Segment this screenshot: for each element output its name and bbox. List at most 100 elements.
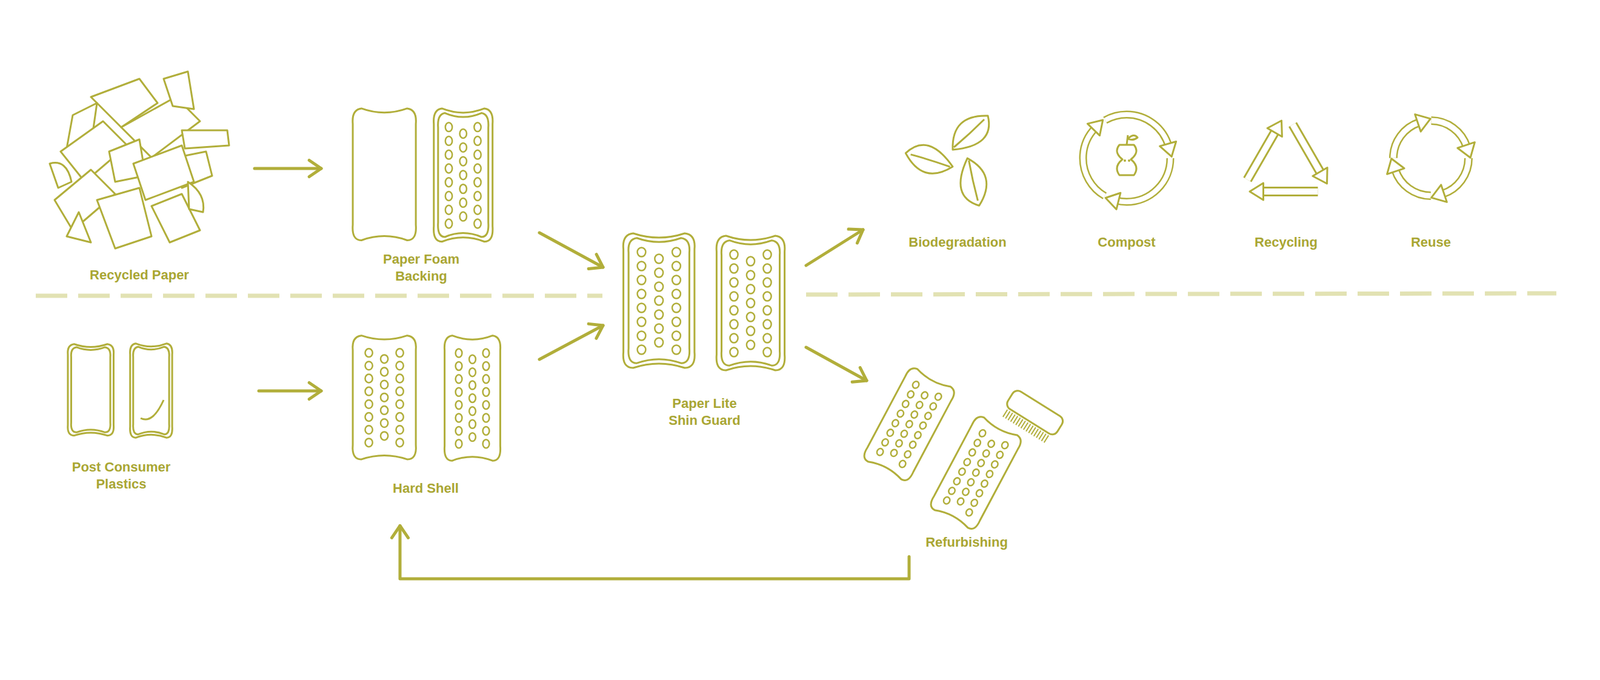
refurbishing-drawing bbox=[861, 365, 957, 483]
stage-label: Paper Lite Shin Guard bbox=[659, 395, 751, 429]
stage-node: Paper Lite Shin Guard bbox=[615, 225, 794, 429]
stage-label: Biodegradation bbox=[899, 233, 1016, 251]
arrow-head bbox=[391, 526, 408, 539]
figure-space bbox=[899, 109, 1016, 234]
flow-arrow bbox=[254, 160, 322, 177]
figure-space bbox=[56, 336, 186, 459]
arrow-line bbox=[806, 229, 864, 266]
stage-label: Post Consumer Plastics bbox=[60, 458, 182, 493]
hard-shell-drawing bbox=[352, 335, 416, 460]
compost-icon bbox=[1087, 113, 1180, 210]
hard-shell-drawing bbox=[455, 349, 490, 449]
arrow-line bbox=[400, 526, 910, 580]
stage-node: Reuse bbox=[1372, 109, 1490, 251]
paper-foam-drawing bbox=[433, 108, 493, 242]
arrow-head bbox=[588, 254, 604, 270]
flow-arrow bbox=[391, 526, 910, 580]
plastics-drawing bbox=[130, 343, 173, 438]
figure-space bbox=[345, 327, 507, 480]
recycling-icon bbox=[1267, 120, 1282, 137]
biodegradation-icon bbox=[949, 158, 997, 207]
compost-icon bbox=[1123, 159, 1127, 162]
recycled-paper-drawing bbox=[49, 71, 230, 249]
stage-label: Recycled Paper bbox=[48, 266, 231, 284]
reuse-icon bbox=[1393, 120, 1469, 196]
plastics-drawing bbox=[70, 347, 111, 433]
hard-shell-drawing bbox=[444, 335, 500, 461]
shin-guard-drawing bbox=[721, 240, 780, 366]
recycling-icon bbox=[1312, 167, 1328, 185]
recycled-paper-drawing bbox=[163, 71, 194, 110]
stage-label: Recycling bbox=[1227, 233, 1345, 251]
shin-guard-drawing bbox=[623, 233, 785, 371]
stage-label: Compost bbox=[1068, 233, 1185, 251]
plastics-drawing bbox=[67, 343, 173, 438]
hard-shell-drawing bbox=[364, 348, 404, 447]
recycling-icon bbox=[1249, 120, 1328, 200]
divider-line bbox=[806, 293, 1557, 295]
stage-node: Refurbishing bbox=[869, 366, 1064, 551]
recycled-paper-drawing bbox=[187, 181, 204, 213]
refurbishing-drawing bbox=[942, 428, 1010, 517]
arrow-line bbox=[258, 389, 322, 393]
paper-foam-drawing bbox=[445, 122, 482, 228]
compost-icon bbox=[1103, 189, 1121, 210]
stage-node: Biodegradation bbox=[899, 109, 1016, 251]
stage-node: Post Consumer Plastics bbox=[56, 336, 186, 493]
recycling-icon bbox=[1249, 183, 1264, 200]
compost-icon bbox=[1126, 135, 1138, 145]
hard-shell-drawing bbox=[352, 335, 416, 460]
refurbishing-drawing bbox=[1004, 412, 1048, 440]
refurbishing-drawing bbox=[1001, 388, 1066, 442]
reuse-icon bbox=[1457, 142, 1479, 161]
stage-node: Hard Shell bbox=[345, 327, 507, 497]
stage-label: Paper Foam Backing bbox=[375, 250, 467, 285]
recycling-icon bbox=[1247, 124, 1320, 193]
plastics-drawing bbox=[130, 343, 173, 438]
shin-guard-drawing bbox=[623, 233, 695, 368]
reuse-icon bbox=[1393, 120, 1469, 196]
refurbishing-drawing bbox=[861, 365, 1066, 531]
stage-label: Hard Shell bbox=[353, 480, 499, 497]
compost-icon bbox=[1083, 114, 1171, 202]
flow-arrow bbox=[539, 232, 604, 269]
biodegradation-icon bbox=[904, 115, 997, 207]
figure-space bbox=[342, 101, 500, 251]
figure-space bbox=[42, 66, 237, 267]
figure-space bbox=[1068, 109, 1185, 234]
arrow-head bbox=[309, 382, 322, 399]
divider-line bbox=[35, 293, 603, 299]
stage-node: Compost bbox=[1068, 109, 1185, 251]
shin-guard-drawing bbox=[623, 233, 695, 368]
reuse-icon bbox=[1383, 110, 1480, 207]
flow-arrow bbox=[806, 229, 864, 266]
arrow-line bbox=[539, 325, 604, 360]
reuse-icon bbox=[1415, 110, 1434, 132]
compost-icon bbox=[1127, 159, 1131, 162]
shin-guard-drawing bbox=[716, 235, 785, 371]
plastics-drawing bbox=[140, 400, 164, 420]
reuse-icon bbox=[1428, 184, 1447, 207]
stage-node: Recycled Paper bbox=[42, 66, 237, 284]
stage-node: Recycling bbox=[1227, 109, 1345, 251]
recycling-icon bbox=[1247, 124, 1320, 193]
refurbishing-drawing bbox=[928, 413, 1024, 531]
figure-space bbox=[615, 225, 794, 396]
figure-space bbox=[869, 366, 1064, 534]
shin-guard-drawing bbox=[637, 247, 681, 355]
compost-icon bbox=[1083, 113, 1180, 210]
refurbishing-drawing bbox=[861, 365, 957, 483]
recycled-paper-drawing bbox=[96, 187, 152, 249]
biodegradation-icon bbox=[904, 135, 953, 184]
biodegradation-icon bbox=[949, 158, 997, 207]
figure-space bbox=[1227, 109, 1345, 234]
stage-node: Paper Foam Backing bbox=[342, 101, 500, 285]
plastics-drawing bbox=[133, 346, 170, 435]
biodegradation-icon bbox=[904, 135, 953, 184]
recycled-paper-drawing bbox=[66, 212, 91, 243]
plastics-drawing bbox=[67, 344, 114, 436]
arrow-line bbox=[539, 232, 604, 268]
reuse-icon bbox=[1383, 110, 1480, 207]
compost-icon bbox=[1087, 113, 1109, 136]
